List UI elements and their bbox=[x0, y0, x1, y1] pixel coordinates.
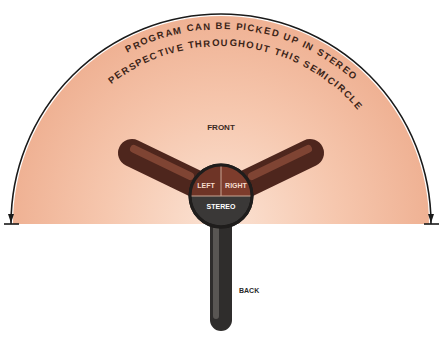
hub-disc bbox=[190, 165, 252, 227]
left-arm bbox=[132, 153, 221, 196]
direction-label: FRONT bbox=[207, 123, 235, 132]
arc-end-tick bbox=[424, 223, 439, 225]
arm-highlight bbox=[213, 225, 219, 316]
segment-divider bbox=[221, 165, 222, 196]
right-arm bbox=[221, 153, 310, 196]
arm-highlight bbox=[134, 149, 190, 176]
speaker-hub: LEFTRIGHT STEREO bbox=[188, 163, 254, 229]
arm-highlight bbox=[252, 149, 308, 176]
hub-rim bbox=[190, 165, 252, 227]
arc-arrowhead bbox=[8, 214, 14, 223]
direction-label: BACK bbox=[239, 287, 259, 294]
channel-label: LEFT bbox=[192, 182, 220, 189]
channel-label: RIGHT bbox=[222, 182, 250, 189]
speaker-arms bbox=[132, 149, 310, 320]
arc-arrowhead bbox=[428, 214, 434, 223]
channel-label: STEREO bbox=[188, 203, 254, 210]
arc-end-tick bbox=[4, 223, 19, 225]
coverage-arc bbox=[4, 14, 439, 224]
coverage-area bbox=[13, 16, 429, 224]
hub-outline bbox=[188, 163, 254, 229]
arc-outline bbox=[11, 14, 431, 224]
